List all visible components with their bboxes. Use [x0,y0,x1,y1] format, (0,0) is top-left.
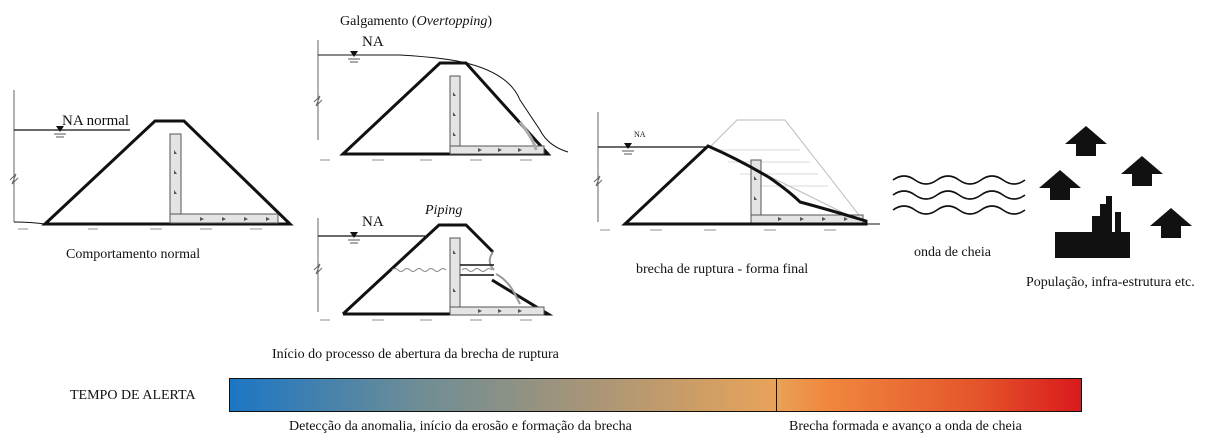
warning-time-bar [229,378,1082,412]
process-start-label: Início do processo de abertura da brecha… [272,347,559,362]
piping-na-label: NA [362,214,384,230]
breach-na-label: NA [634,130,646,139]
phase-divider [776,378,778,412]
dam-final-breach [593,112,880,231]
overtopping-na-label: NA [362,34,384,50]
phase2-label: Brecha formada e avanço a onda de cheia [789,419,1022,434]
warning-time-label: TEMPO DE ALERTA [70,388,196,403]
flood-wave-caption: onda de cheia [914,245,991,260]
houses-icon [1039,126,1192,238]
factory-icon [1055,196,1130,258]
dam-overtopping [313,40,569,161]
population-caption: População, infra-estrutura etc. [1026,275,1195,290]
phase1-label: Detecção da anomalia, início da erosão e… [289,419,632,434]
piping-title: Piping [425,203,463,218]
dam-piping [313,218,554,321]
na-normal-label: NA normal [62,113,130,129]
breach-caption: brecha de ruptura - forma final [636,262,809,277]
overtopping-title: Galgamento (Overtopping) [340,14,493,29]
flood-wave-icon [892,175,1026,215]
dam-normal [9,90,294,230]
normal-caption: Comportamento normal [66,247,201,262]
